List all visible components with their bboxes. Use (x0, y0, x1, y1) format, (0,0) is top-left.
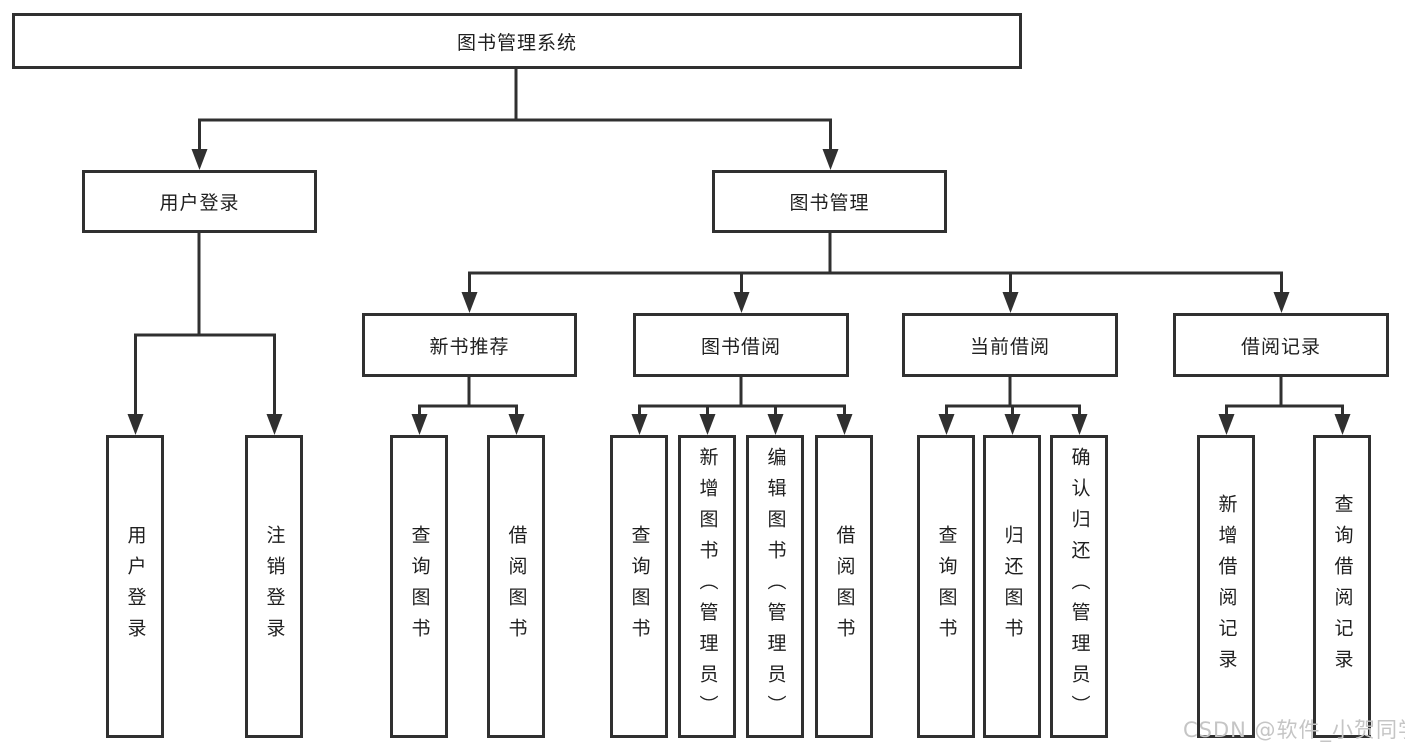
arrow-down-icon (127, 335, 144, 435)
node-leaf-logout-label: 注销登录 (263, 524, 286, 649)
node-new-book-recommend-label: 新书推荐 (429, 335, 510, 358)
connector-borrowing-trunk (739, 375, 743, 406)
node-user-login: 用户登录 (82, 170, 317, 233)
node-current-borrowing: 当前借阅 (902, 313, 1118, 377)
node-leaf-add-books-admin: 新增图书（管理员） (678, 435, 736, 738)
node-leaf-user-login: 用户登录 (106, 435, 164, 738)
arrow-down-icon (191, 120, 208, 170)
node-leaf-logout: 注销登录 (245, 435, 303, 738)
node-root-label: 图书管理系统 (456, 31, 577, 54)
arrow-down-icon (1273, 273, 1290, 313)
node-book-management: 图书管理 (712, 170, 947, 233)
arrow-down-icon (1004, 406, 1021, 435)
arrow-down-icon (411, 406, 428, 435)
connector-current-trunk (1008, 375, 1012, 406)
connector-root-trunk (514, 67, 518, 120)
node-leaf-borrow-books-borrowing: 借阅图书 (815, 435, 873, 738)
arrow-down-icon (266, 335, 283, 435)
arrow-down-icon (1071, 406, 1088, 435)
node-leaf-confirm-return-admin-label: 确认归还（管理员） (1068, 447, 1091, 726)
node-borrowing-records-label: 借阅记录 (1240, 335, 1321, 358)
node-leaf-query-books-recommend: 查询图书 (390, 435, 448, 738)
arrow-down-icon (631, 406, 648, 435)
node-leaf-query-books-current: 查询图书 (917, 435, 975, 738)
node-user-login-label: 用户登录 (159, 192, 240, 214)
node-leaf-query-books-borrowing: 查询图书 (610, 435, 668, 738)
node-leaf-query-books-current-label: 查询图书 (935, 524, 958, 649)
node-leaf-borrow-books-recommend: 借阅图书 (487, 435, 545, 738)
connector-borrowing-branch (637, 404, 846, 408)
node-current-borrowing-label: 当前借阅 (969, 335, 1050, 358)
node-leaf-edit-books-admin-label: 编辑图书（管理员） (764, 447, 787, 726)
node-leaf-user-login-label: 用户登录 (124, 524, 147, 649)
arrow-down-icon (822, 120, 839, 170)
node-leaf-borrow-books-recommend-label: 借阅图书 (505, 524, 528, 649)
node-borrowing-records: 借阅记录 (1173, 313, 1389, 377)
node-leaf-query-books-borrowing-label: 查询图书 (628, 524, 651, 649)
node-leaf-query-borrow-record-label: 查询借阅记录 (1331, 493, 1354, 680)
connector-root-branch (197, 118, 832, 122)
connector-new-book-branch (417, 404, 518, 408)
arrow-down-icon (699, 406, 716, 435)
node-leaf-edit-books-admin: 编辑图书（管理员） (746, 435, 804, 738)
connector-user-login-trunk (197, 231, 201, 335)
arrow-down-icon (1334, 406, 1351, 435)
arrow-down-icon (1218, 406, 1235, 435)
node-leaf-return-books-label: 归还图书 (1001, 524, 1024, 649)
arrow-down-icon (508, 406, 525, 435)
connector-book-mgmt-branch (467, 271, 1283, 275)
node-root: 图书管理系统 (12, 13, 1022, 69)
node-leaf-add-borrow-record-label: 新增借阅记录 (1215, 493, 1238, 680)
arrow-down-icon (938, 406, 955, 435)
node-leaf-query-books-recommend-label: 查询图书 (408, 524, 431, 649)
node-new-book-recommend: 新书推荐 (362, 313, 577, 377)
connector-book-mgmt-trunk (828, 231, 832, 273)
node-leaf-borrow-books-borrowing-label: 借阅图书 (833, 524, 856, 649)
node-leaf-confirm-return-admin: 确认归还（管理员） (1050, 435, 1108, 738)
arrow-down-icon (733, 273, 750, 313)
node-leaf-query-borrow-record: 查询借阅记录 (1313, 435, 1371, 738)
arrow-down-icon (767, 406, 784, 435)
arrow-down-icon (1002, 273, 1019, 313)
node-book-management-label: 图书管理 (789, 192, 870, 214)
node-book-borrowing: 图书借阅 (633, 313, 849, 377)
watermark: CSDN @软件_小贺同学 (1183, 718, 1405, 742)
connector-new-book-trunk (467, 375, 471, 406)
node-leaf-add-books-admin-label: 新增图书（管理员） (696, 447, 719, 726)
node-leaf-add-borrow-record: 新增借阅记录 (1197, 435, 1255, 738)
node-book-borrowing-label: 图书借阅 (700, 335, 781, 358)
connector-records-trunk (1279, 375, 1283, 406)
arrow-down-icon (461, 273, 478, 313)
connector-records-branch (1224, 404, 1344, 408)
node-leaf-return-books: 归还图书 (983, 435, 1041, 738)
connector-user-login-branch (133, 333, 276, 337)
arrow-down-icon (836, 406, 853, 435)
